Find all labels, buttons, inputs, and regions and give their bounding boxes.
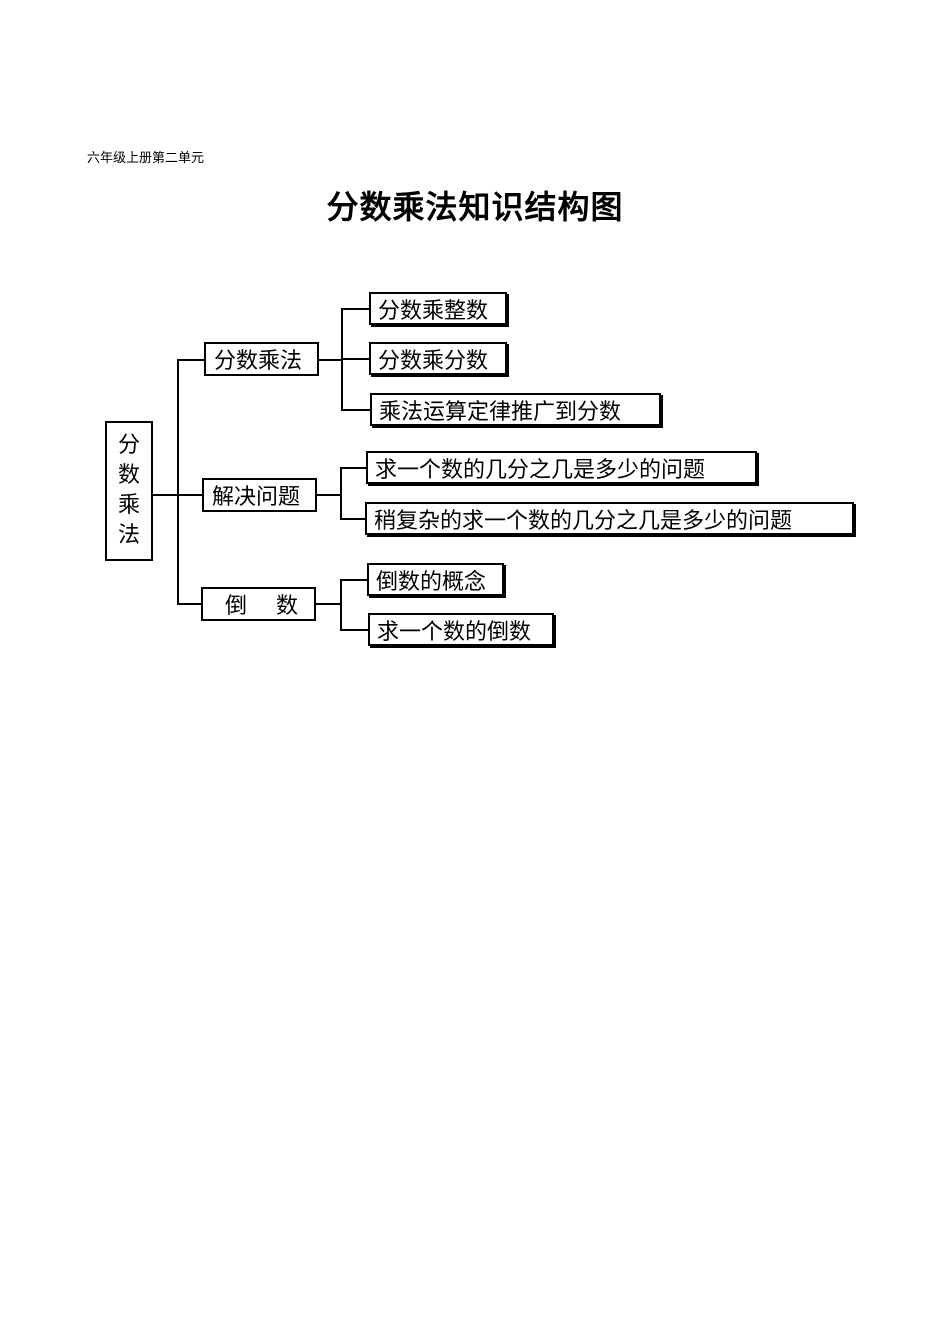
- root-node: 分 数 乘 法: [105, 421, 153, 561]
- connector: [177, 359, 204, 361]
- connector: [340, 579, 342, 630]
- root-char: 分: [117, 433, 140, 458]
- leaf-node: 求一个数的倒数: [368, 613, 554, 646]
- connector: [341, 358, 369, 360]
- connector: [177, 359, 179, 604]
- connector: [340, 629, 368, 631]
- branch-node-multiplication: 分数乘法: [204, 342, 319, 376]
- root-char: 数: [117, 463, 140, 488]
- connector: [340, 518, 365, 520]
- leaf-node: 稍复杂的求一个数的几分之几是多少的问题: [365, 502, 854, 535]
- leaf-node: 求一个数的几分之几是多少的问题: [366, 451, 757, 484]
- leaf-node: 乘法运算定律推广到分数: [370, 393, 661, 426]
- connector: [177, 603, 201, 605]
- branch-node-reciprocal: 倒 数: [201, 587, 316, 621]
- connector: [340, 467, 342, 519]
- root-char: 法: [117, 523, 140, 548]
- connector: [177, 494, 202, 496]
- document-header: 六年级上册第二单元: [87, 151, 205, 166]
- leaf-node: 分数乘整数: [369, 292, 507, 325]
- connector: [340, 579, 367, 581]
- connector: [316, 603, 341, 605]
- connector: [341, 409, 370, 411]
- leaf-node: 倒数的概念: [367, 563, 504, 596]
- connector: [340, 467, 366, 469]
- root-char: 乘: [117, 493, 140, 518]
- page-title: 分数乘法知识结构图: [326, 188, 624, 226]
- connector: [341, 308, 369, 310]
- connector: [153, 494, 178, 496]
- connector: [319, 359, 342, 361]
- branch-node-problem-solving: 解决问题: [202, 478, 317, 512]
- leaf-node: 分数乘分数: [369, 342, 507, 375]
- connector: [317, 494, 341, 496]
